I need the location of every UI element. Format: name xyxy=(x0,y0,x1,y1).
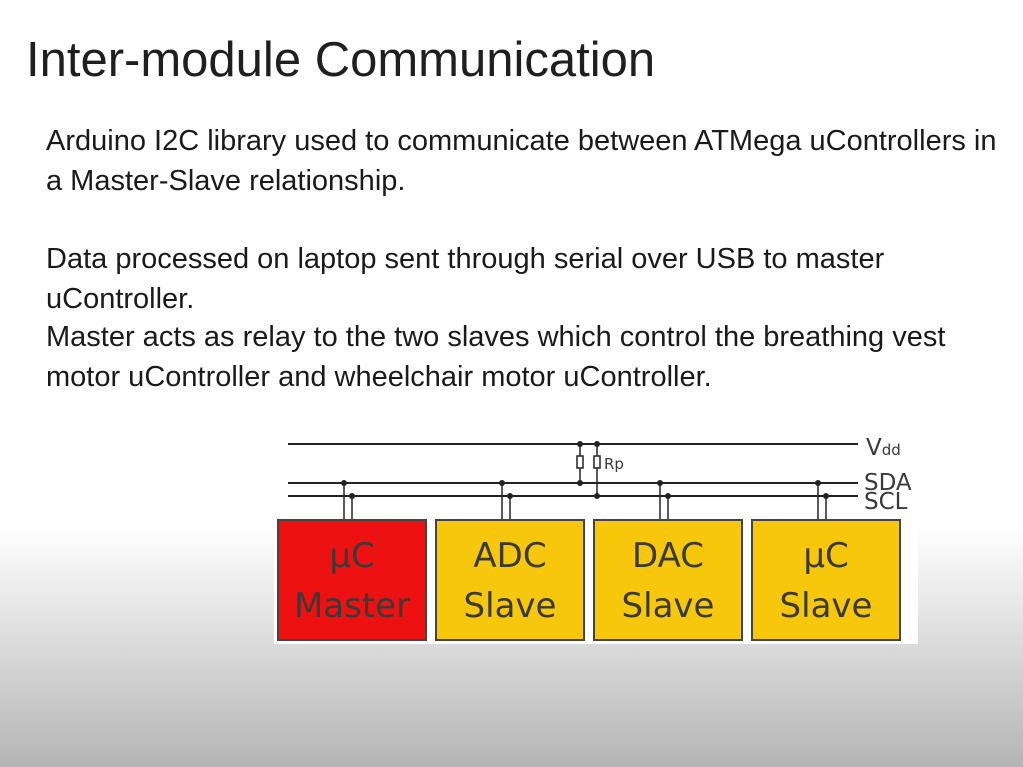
block-master-line2: Master xyxy=(294,586,410,626)
block-dac-line2: Slave xyxy=(622,586,715,626)
pullup-resistors: Rp xyxy=(576,441,624,499)
block-adc-box xyxy=(435,519,585,641)
resistor-sda xyxy=(576,455,584,469)
block-master-box xyxy=(277,519,427,641)
bus-taps xyxy=(341,480,829,520)
slide-title: Inter-module Communication xyxy=(26,33,656,87)
sda-label: SDA xyxy=(864,470,912,496)
paragraph-serial: Data processed on laptop sent through se… xyxy=(46,243,885,315)
block-dac-box xyxy=(593,519,743,641)
vdd-label: Vdd xyxy=(866,435,901,461)
block-dac-line1: DAC xyxy=(632,536,704,576)
paragraph-relay: Master acts as relay to the two slaves w… xyxy=(46,321,946,393)
block-adc-line1: ADC xyxy=(473,536,546,576)
resistor-scl xyxy=(593,455,601,469)
block-uc-slave-line1: µC xyxy=(803,536,848,576)
block-uc-slave-box xyxy=(751,519,901,641)
paragraph-i2c: Arduino I2C library used to communicate … xyxy=(46,125,997,197)
resistor-label: Rp xyxy=(604,455,624,473)
block-uc-slave: µC Slave xyxy=(751,519,901,641)
block-adc-line2: Slave xyxy=(464,586,557,626)
block-master: µC Master xyxy=(277,519,427,641)
block-adc-slave: ADC Slave xyxy=(435,519,585,641)
block-master-line1: µC xyxy=(329,536,374,576)
scl-label: SCL xyxy=(864,489,908,515)
block-dac-slave: DAC Slave xyxy=(593,519,743,641)
block-uc-slave-line2: Slave xyxy=(780,586,873,626)
i2c-bus-diagram: Rp Vdd SDA SCL µC Master ADC Slave DAC S… xyxy=(274,434,918,644)
